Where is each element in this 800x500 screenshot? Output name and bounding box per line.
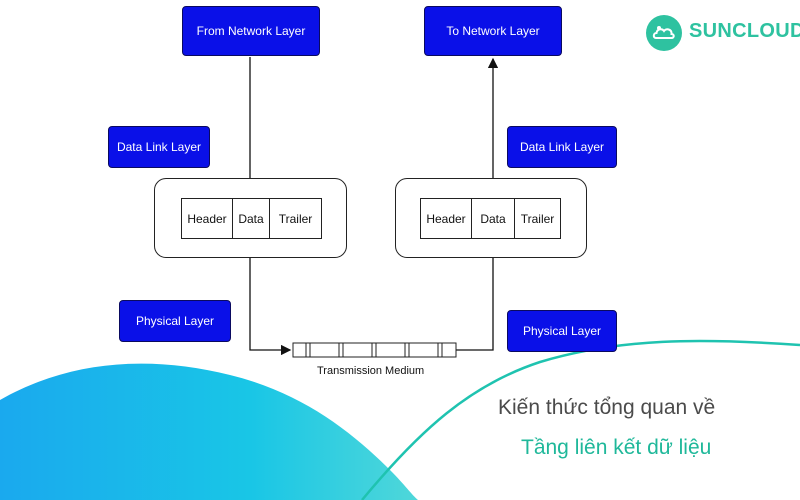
left-frame-header: Header: [181, 198, 233, 239]
transmission-medium-label: Transmission Medium: [317, 365, 425, 377]
blue-wave-shape: [0, 363, 418, 500]
right-frame-data: Data: [471, 198, 515, 239]
to-network-layer-box: To Network Layer: [424, 6, 562, 56]
connector-medium-to-data: [456, 242, 499, 351]
brand-name: SUNCLOUD: [689, 20, 800, 42]
connector-data-to-medium: [249, 239, 292, 356]
title-line-2: Tầng liên kết dữ liệu: [521, 436, 712, 459]
right-frame-header: Header: [420, 198, 472, 239]
left-frame-data: Data: [232, 198, 270, 239]
left-data-link-layer-box: Data Link Layer: [108, 126, 210, 168]
transmission-medium: [292, 342, 457, 358]
right-data-link-layer-box: Data Link Layer: [507, 126, 617, 168]
right-physical-layer-box: Physical Layer: [507, 310, 617, 352]
from-network-layer-box: From Network Layer: [182, 6, 320, 56]
title-line-1: Kiến thức tổng quan về: [498, 396, 716, 419]
cloud-logo-icon: [646, 15, 682, 51]
left-physical-layer-box: Physical Layer: [119, 300, 231, 342]
teal-wave-line: [361, 339, 800, 500]
right-frame-trailer: Trailer: [514, 198, 561, 239]
left-frame-trailer: Trailer: [269, 198, 322, 239]
